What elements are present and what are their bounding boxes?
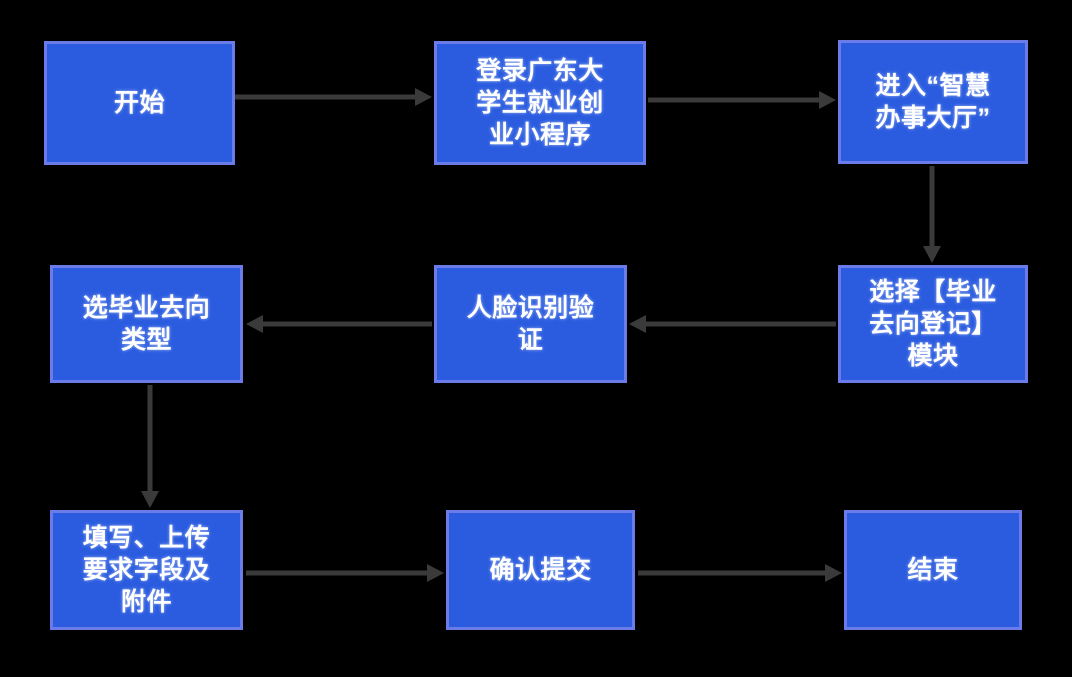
edge-n1-to-n2 bbox=[235, 86, 432, 108]
flow-node-label: 开始 bbox=[113, 89, 165, 117]
edge-n5-to-n4 bbox=[246, 313, 432, 335]
flow-node-label: 填写、上传 要求字段及 附件 bbox=[82, 524, 211, 616]
flow-node-label: 登录广东大 学生就业创 业小程序 bbox=[476, 57, 604, 149]
edge-n3-to-n6 bbox=[921, 166, 943, 263]
edge-n8-to-n9 bbox=[638, 562, 842, 584]
flow-node-label: 选毕业去向 类型 bbox=[82, 294, 211, 354]
flow-node-label: 选择【毕业 去向登记】 模块 bbox=[869, 278, 997, 370]
flow-node-n9[interactable]: 结束 bbox=[844, 510, 1022, 630]
flow-node-label: 人脸识别验 证 bbox=[466, 294, 595, 354]
flow-node-label: 确认提交 bbox=[489, 556, 592, 584]
edge-n2-to-n3 bbox=[648, 89, 836, 111]
edge-n6-to-n5 bbox=[629, 313, 836, 335]
flow-node-n2[interactable]: 登录广东大 学生就业创 业小程序 bbox=[434, 41, 646, 165]
edge-n4-to-n7 bbox=[139, 385, 161, 508]
flow-node-n7[interactable]: 填写、上传 要求字段及 附件 bbox=[50, 510, 243, 630]
flow-node-n5[interactable]: 人脸识别验 证 bbox=[434, 265, 627, 383]
flow-node-n8[interactable]: 确认提交 bbox=[446, 510, 635, 630]
flow-node-n3[interactable]: 进入“智慧 办事大厅” bbox=[838, 40, 1028, 164]
flow-node-n1[interactable]: 开始 bbox=[44, 41, 235, 165]
flow-node-n6[interactable]: 选择【毕业 去向登记】 模块 bbox=[838, 265, 1028, 383]
flow-node-label: 进入“智慧 办事大厅” bbox=[875, 72, 991, 132]
flow-node-n4[interactable]: 选毕业去向 类型 bbox=[50, 265, 243, 383]
flow-node-label: 结束 bbox=[907, 556, 959, 584]
edge-n7-to-n8 bbox=[246, 562, 444, 584]
